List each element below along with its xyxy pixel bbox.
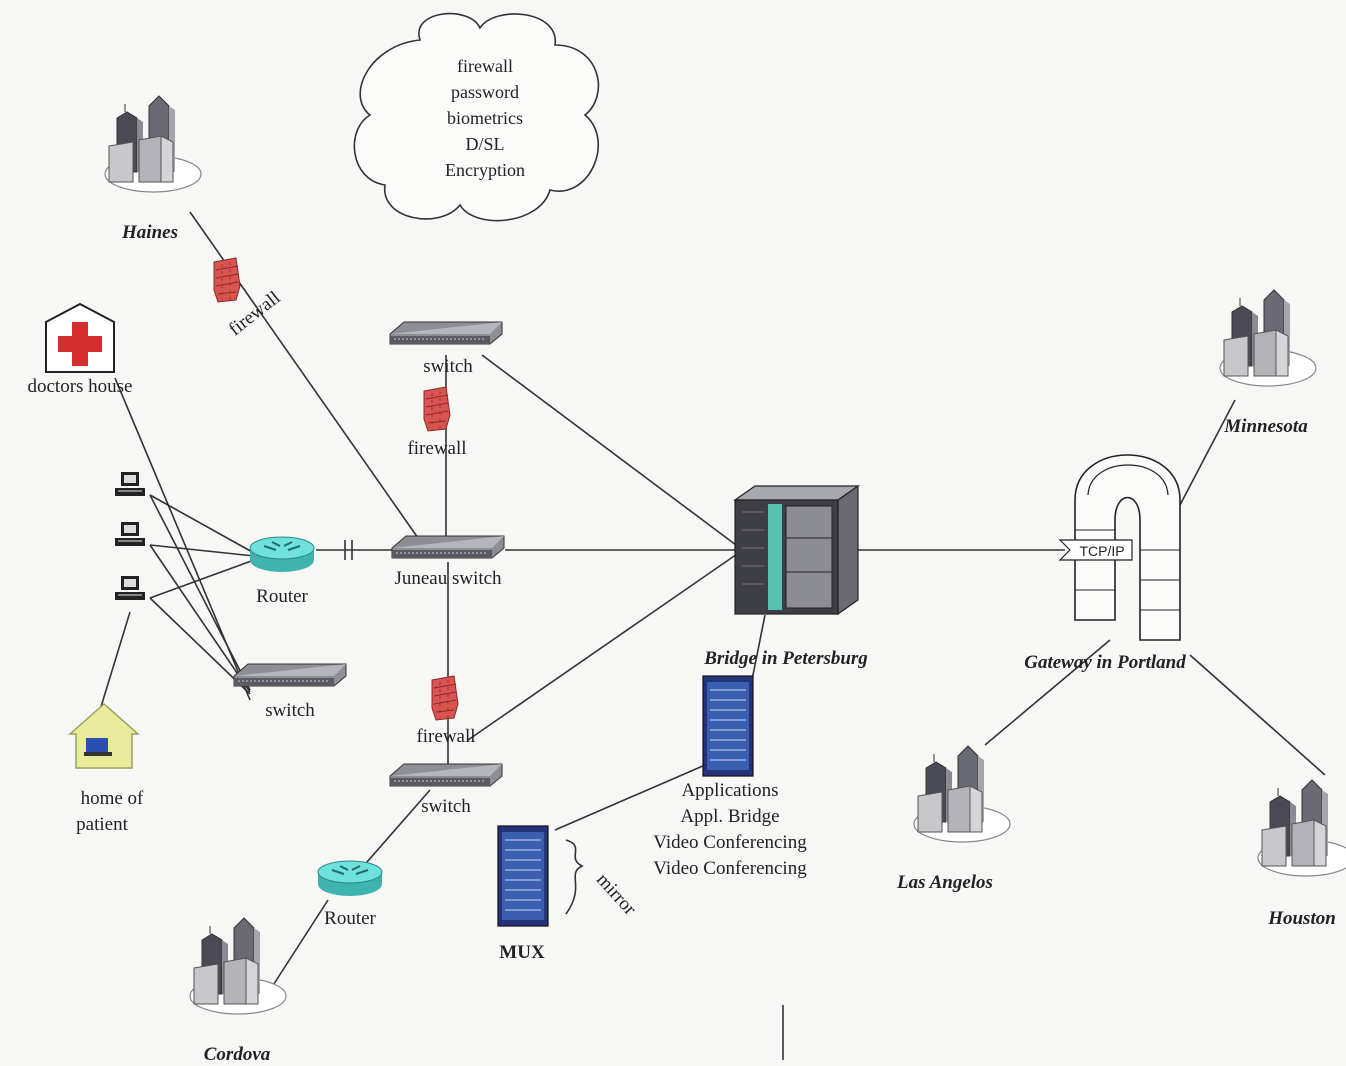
los-angeles-node: Las Angelos xyxy=(896,745,1011,893)
router-cordova-label: Router xyxy=(324,908,376,929)
router-main-node: Router xyxy=(249,536,315,607)
link-pc3-switch xyxy=(149,597,251,695)
cloud-item-password: password xyxy=(451,82,519,102)
gateway-arch-icon xyxy=(1074,454,1181,641)
houston-label: Houston xyxy=(1267,908,1336,929)
house-icon xyxy=(68,702,140,769)
bridge-node: Bridge in Petersburg xyxy=(703,484,868,669)
link-switchbottom-router xyxy=(359,789,431,871)
apps-line-1: Applications xyxy=(681,780,778,801)
switch-left-label: switch xyxy=(265,700,315,721)
tcpip-flag xyxy=(1058,539,1133,561)
firewall-bottom: firewall xyxy=(416,675,476,747)
city-icon xyxy=(189,917,287,1015)
gateway-label: Gateway in Portland xyxy=(1024,652,1186,673)
los-angeles-label: Las Angelos xyxy=(896,872,993,893)
firewall-bottom-label: firewall xyxy=(416,726,475,747)
cloud-item-encryption: Encryption xyxy=(445,160,525,180)
switch-bottom-node: switch xyxy=(389,763,503,817)
link-gateway-houston xyxy=(1189,654,1326,776)
computer-icon-1 xyxy=(115,472,145,496)
city-icon xyxy=(1219,289,1317,387)
minnesota-node: Minnesota xyxy=(1219,289,1317,437)
switch-icon xyxy=(391,535,505,559)
firewall-icon xyxy=(431,675,459,721)
switch-icon xyxy=(389,763,503,787)
link-pc3-home xyxy=(99,611,131,711)
connection-lines xyxy=(99,211,1326,1060)
security-cloud: firewall password biometrics D/SL Encryp… xyxy=(353,12,600,222)
switch-icon xyxy=(389,321,503,345)
firewall-icon xyxy=(423,386,451,432)
mux-label: MUX xyxy=(499,942,545,963)
home-label-line1: home of xyxy=(81,788,144,809)
switch-top-node: switch xyxy=(389,321,503,377)
gateway-node: TCP/IP Gateway in Portland xyxy=(1024,454,1186,673)
mux-node: MUX mirror xyxy=(497,825,641,963)
firewall-haines: firewall xyxy=(213,257,284,340)
link-pc2-router xyxy=(149,544,255,557)
home-of-patient-node: home of patient xyxy=(68,702,144,835)
router-icon xyxy=(317,860,383,897)
server-rack-icon xyxy=(497,825,549,927)
switch-bottom-label: switch xyxy=(421,796,471,817)
server-rack-icon xyxy=(702,675,754,777)
cloud-shape xyxy=(353,12,600,222)
city-icon xyxy=(913,745,1011,843)
mirror-brace xyxy=(565,839,584,915)
cordova-node: Cordova xyxy=(189,917,287,1065)
link-gateway-minnesota xyxy=(1179,399,1236,506)
link-switchbottom-bridge xyxy=(467,551,741,741)
haines-node: Haines xyxy=(104,95,202,243)
apps-line-2: Appl. Bridge xyxy=(680,806,779,827)
firewall-icon xyxy=(213,257,241,303)
cloud-item-dsl: D/SL xyxy=(465,134,504,154)
cloud-item-biometrics: biometrics xyxy=(447,108,523,128)
link-gateway-la xyxy=(984,639,1111,746)
link-apps-mux xyxy=(554,764,706,831)
router-main-label: Router xyxy=(256,586,308,607)
houston-node: Houston xyxy=(1257,779,1346,929)
switch-icon xyxy=(233,663,347,687)
doctors-house-node: doctors house xyxy=(27,302,133,397)
doctors-house-label: doctors house xyxy=(27,376,132,397)
link-router-cordova xyxy=(269,899,329,991)
bridge-label: Bridge in Petersburg xyxy=(703,648,868,669)
link-pc3-router xyxy=(149,559,255,599)
router-icon xyxy=(249,536,315,573)
juneau-switch-label: Juneau switch xyxy=(394,568,502,589)
cordova-label: Cordova xyxy=(204,1044,271,1065)
link-switchtop-bridge xyxy=(481,354,741,549)
tcpip-label: TCP/IP xyxy=(1079,543,1124,559)
computer-icon-2 xyxy=(115,522,145,546)
haines-label: Haines xyxy=(121,222,178,243)
link-pc2-switch xyxy=(149,544,251,693)
city-icon xyxy=(1257,779,1346,877)
link-bridge-apps xyxy=(751,614,766,681)
computer-icon-3 xyxy=(115,576,145,600)
firewall-top-label: firewall xyxy=(407,438,466,459)
switch-top-label: switch xyxy=(423,356,473,377)
mirror-label: mirror xyxy=(592,869,641,920)
switch-left-node: switch xyxy=(233,663,347,721)
apps-line-3: Video Conferencing xyxy=(653,832,807,853)
cloud-item-firewall: firewall xyxy=(457,56,513,76)
link-pc1-switch xyxy=(149,494,251,691)
router-cordova-node: Router xyxy=(317,860,383,929)
applications-node: Applications Appl. Bridge Video Conferen… xyxy=(653,675,807,879)
minnesota-label: Minnesota xyxy=(1223,416,1308,437)
home-label-line2: patient xyxy=(76,814,128,835)
apps-line-4: Video Conferencing xyxy=(653,858,807,879)
juneau-switch-node: Juneau switch xyxy=(391,535,505,589)
firewall-top: firewall xyxy=(407,386,467,459)
city-icon xyxy=(104,95,202,193)
link-pc1-router xyxy=(149,494,255,554)
